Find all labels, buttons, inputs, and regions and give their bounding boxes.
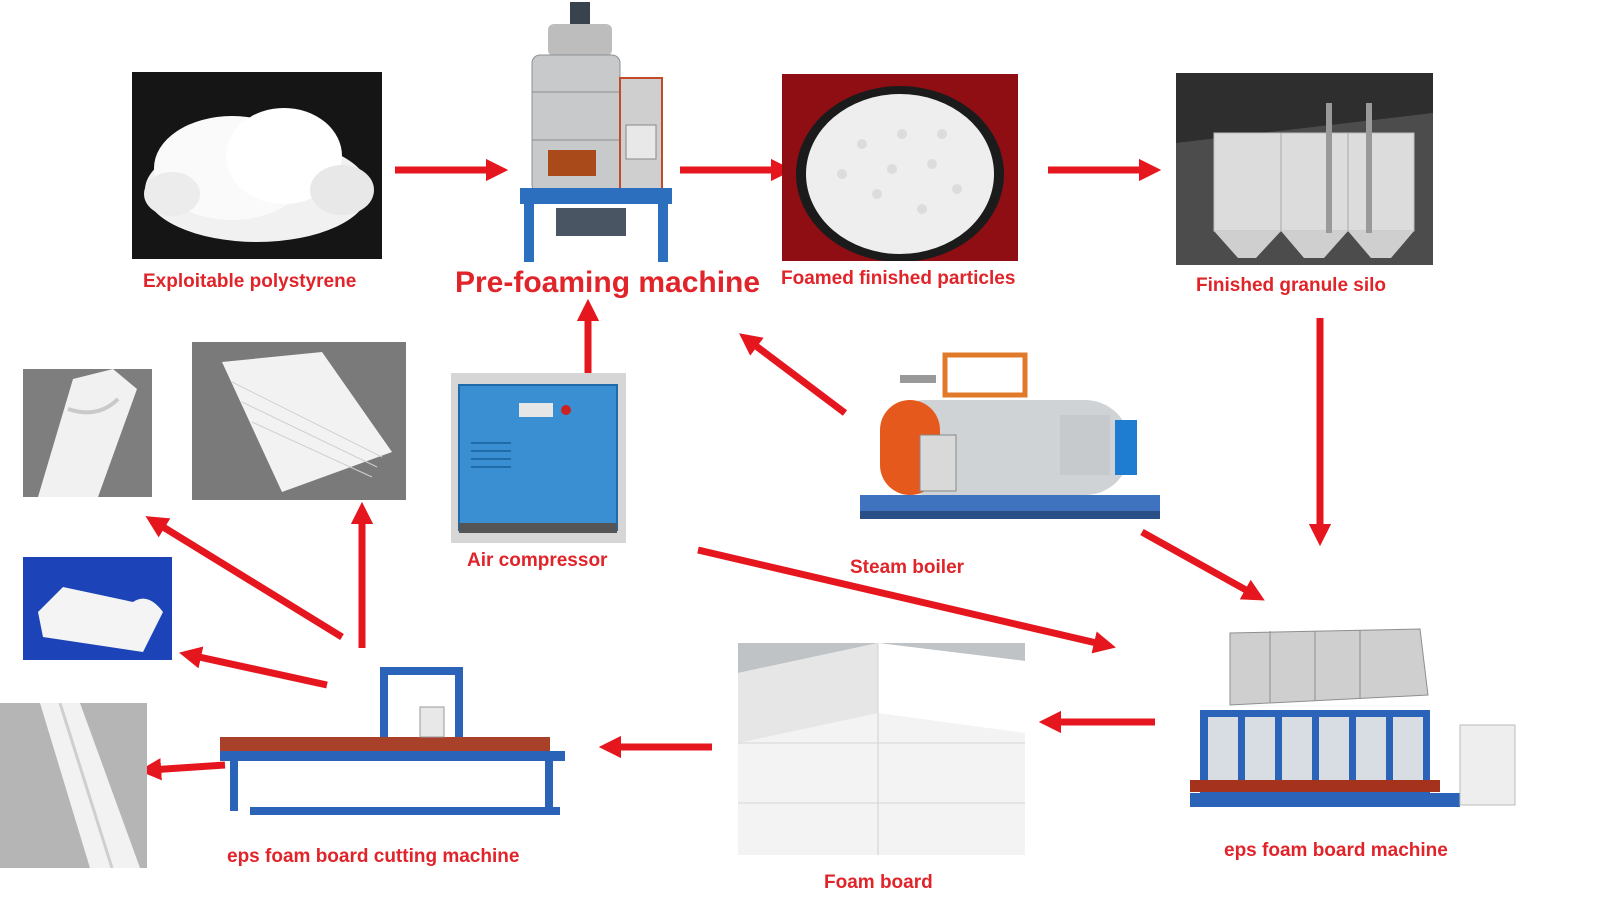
block-molding-machine-photo-icon	[1190, 628, 1516, 807]
steam-boiler-photo-icon	[860, 352, 1160, 519]
silo-label: Finished granule silo	[1196, 275, 1387, 296]
arrow-boiler-to-board-machine	[1140, 528, 1265, 601]
foamed-particles-label: Foamed finished particles	[781, 268, 1016, 289]
board-machine-label: eps foam board machine	[1224, 840, 1448, 861]
arrow-cutting-to-profile	[179, 646, 328, 689]
prefoaming-image	[520, 0, 682, 265]
arrow-boiler-to-prefoaming	[739, 333, 848, 416]
board-machine-image	[1190, 625, 1530, 825]
cornice-molding-photo-icon	[38, 369, 137, 497]
polystyrene-label: Exploitable polystyrene	[143, 271, 357, 292]
silo-image	[1176, 73, 1433, 265]
cutting-machine-label: eps foam board cutting machine	[227, 846, 520, 867]
arrow-compressor-to-board-machine	[697, 546, 1116, 654]
foam-board-label: Foam board	[824, 872, 933, 893]
cutting-machine-image	[220, 667, 565, 837]
foam-trim-photo-icon	[40, 703, 140, 868]
arrow-cutting-to-cornice	[145, 516, 344, 640]
compressor-image	[451, 373, 626, 543]
foam-beads-bowl-photo-icon	[796, 86, 1004, 261]
product-profile-image	[23, 557, 172, 660]
polystyrene-image	[132, 72, 382, 259]
compressor-label: Air compressor	[467, 550, 608, 571]
foam-profile-blue-bg-photo-icon	[38, 587, 163, 652]
hot-wire-cutting-machine-photo-icon	[220, 667, 565, 815]
arrow-cutting-to-trim	[138, 758, 226, 781]
product-cornice-image	[23, 369, 152, 497]
boiler-image	[860, 345, 1160, 530]
white-granules-photo-icon	[144, 108, 374, 242]
granule-silo-photo-icon	[1176, 73, 1433, 258]
product-sheets-image	[192, 342, 406, 500]
air-compressor-photo-icon	[458, 384, 618, 533]
foam-sheets-stack-photo-icon	[222, 352, 392, 492]
boiler-label: Steam boiler	[850, 557, 965, 578]
foamed-particles-image	[782, 74, 1018, 261]
foam-board-image	[738, 643, 1025, 855]
foam-blocks-photo-icon	[738, 643, 1025, 855]
prefoaming-machine-photo-icon	[520, 2, 672, 262]
product-trim-image	[0, 703, 147, 868]
prefoaming-label: Pre-foaming machine	[455, 266, 761, 299]
